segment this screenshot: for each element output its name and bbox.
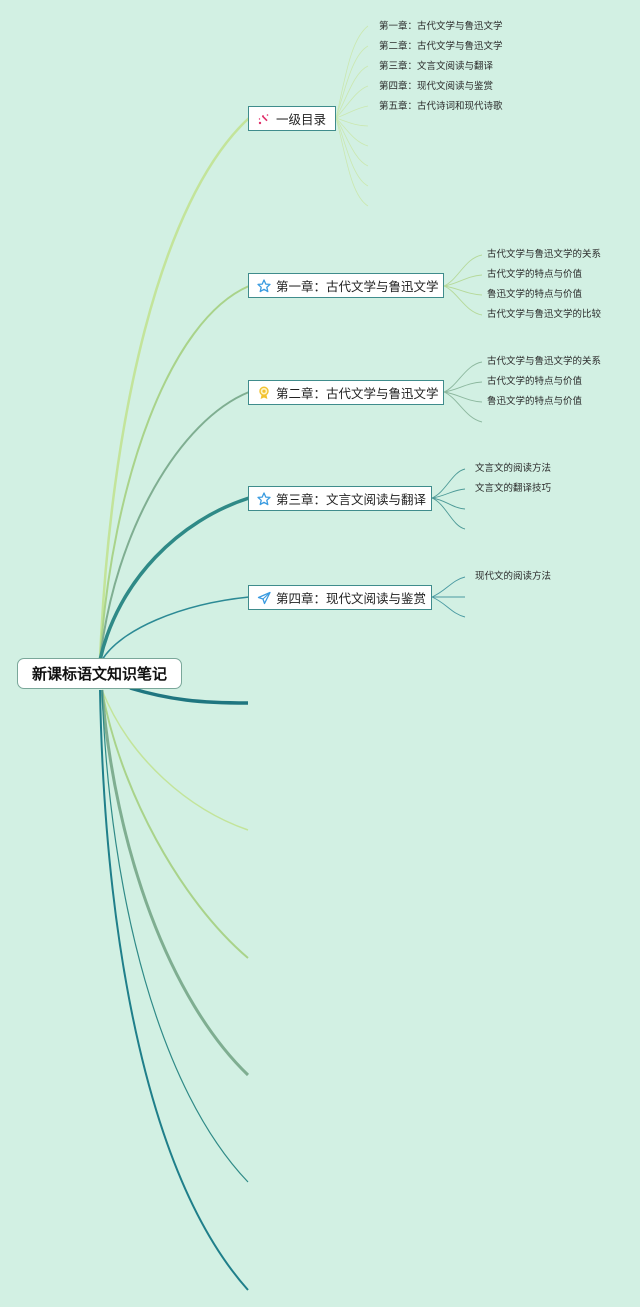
star-outline-icon [257, 278, 271, 293]
paper-plane-icon [257, 591, 271, 605]
subtopic-item[interactable]: 鲁迅文学的特点与价值 [487, 289, 583, 300]
branch-empty-8 [101, 689, 249, 959]
subtopic-item[interactable]: 第三章：文言文阅读与翻译 [379, 61, 494, 72]
subtopic-item[interactable]: 现代文的阅读方法 [475, 571, 552, 582]
branch-empty-11 [99, 689, 249, 1291]
branch-empty-10 [101, 689, 249, 1183]
subtopic-item[interactable]: 第五章：古代诗词和现代诗歌 [379, 101, 503, 112]
branch-topic-3 [99, 391, 250, 661]
topic-node-chapter-1[interactable]: 第一章：古代文学与鲁迅文学 [248, 273, 444, 298]
subtopic-item[interactable]: 第二章：古代文学与鲁迅文学 [379, 41, 503, 52]
subtopic-item[interactable]: 古代文学的特点与价值 [487, 269, 583, 280]
branch-topic-5 [101, 596, 250, 661]
root-node[interactable]: 新课标语文知识笔记 [17, 658, 182, 689]
topic-label: 第四章：现代文阅读与鉴赏 [276, 591, 427, 606]
star-outline-icon [257, 491, 271, 506]
root-label: 新课标语文知识笔记 [31, 665, 167, 683]
subtopic-item[interactable]: 文言文的翻译技巧 [475, 483, 552, 494]
branch-empty-9 [100, 689, 250, 1077]
subtopic-item[interactable]: 鲁迅文学的特点与价值 [487, 396, 583, 407]
topic-label: 第二章：古代文学与鲁迅文学 [276, 386, 439, 401]
branch-empty-7 [101, 689, 249, 831]
branch-topic-2 [99, 285, 250, 661]
subtopic-item[interactable]: 文言文的阅读方法 [475, 463, 552, 474]
topic-node-chapter-2[interactable]: 第二章：古代文学与鲁迅文学 [248, 380, 444, 405]
subtopic-item[interactable]: 古代文学与鲁迅文学的比较 [487, 309, 602, 320]
branch-empty-6 [129, 686, 249, 705]
topic-node-chapter-4[interactable]: 第四章：现代文阅读与鉴赏 [248, 585, 432, 610]
subtopic-item[interactable]: 古代文学与鲁迅文学的关系 [487, 249, 602, 260]
subtopic-item[interactable]: 第四章：现代文阅读与鉴赏 [379, 81, 494, 92]
subtopic-item[interactable]: 古代文学的特点与价值 [487, 376, 583, 387]
subtopic-item[interactable]: 古代文学与鲁迅文学的关系 [487, 356, 602, 367]
topic-label: 一级目录 [276, 112, 327, 127]
award-medal-icon [257, 385, 271, 400]
sparkle-icon [257, 112, 271, 126]
branch-topic-1 [98, 117, 250, 661]
topic-label: 第三章：文言文阅读与翻译 [276, 492, 427, 507]
topic-node-chapter-3[interactable]: 第三章：文言文阅读与翻译 [248, 486, 432, 511]
topic-label: 第一章：古代文学与鲁迅文学 [276, 279, 439, 294]
subtopic-item[interactable]: 第一章：古代文学与鲁迅文学 [379, 21, 503, 32]
topic-node-table-of-contents[interactable]: 一级目录 [248, 106, 336, 131]
branch-topic-4 [98, 496, 250, 661]
